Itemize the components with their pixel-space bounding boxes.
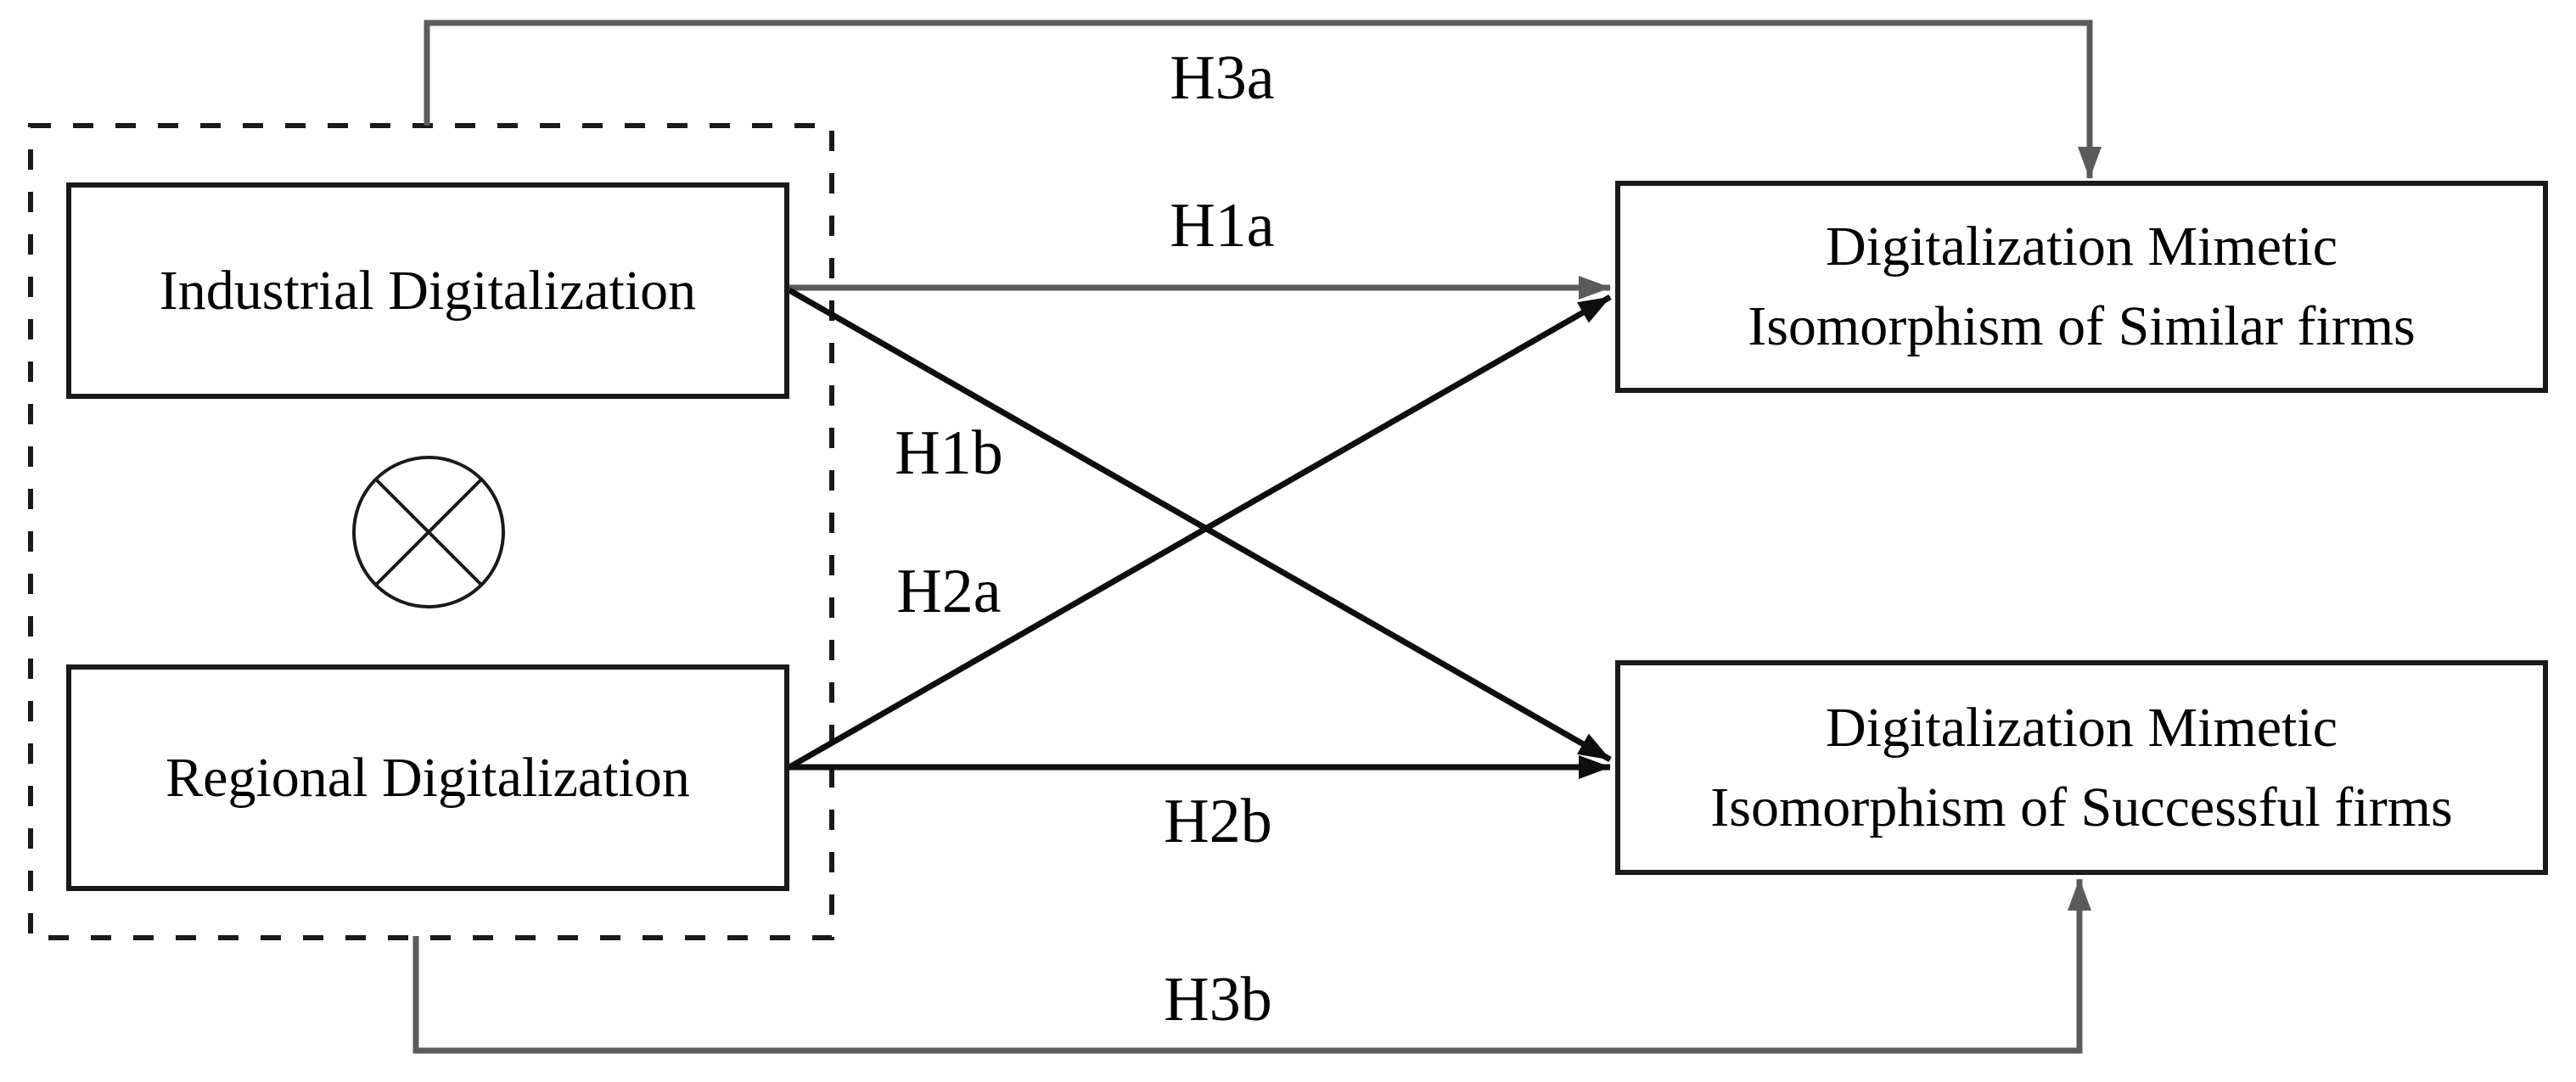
h3b-label: H3b [1164,965,1272,1034]
mimetic-isomorphism-successful-line1: Digitalization Mimetic [1825,696,2338,759]
h2a-arrow [788,294,1612,771]
h3a-moderation-arrow [424,20,2102,179]
mimetic-isomorphism-similar-box: Digitalization Mimetic Isomorphism of Si… [1615,181,2548,393]
mimetic-isomorphism-similar-line1: Digitalization Mimetic [1825,216,2338,278]
industrial-digitalization-label: Industrial Digitalization [159,259,697,322]
h1b-arrow [788,287,1612,763]
h1a-label: H1a [1170,191,1275,261]
h2a-label: H2a [896,557,1002,626]
h2b-label: H2b [1164,787,1272,856]
h3a-label: H3a [1170,43,1275,113]
circle-cross-interaction-icon [352,456,505,608]
moderation-group-outline [28,123,834,940]
regional-digitalization-box: Regional Digitalization [66,664,789,891]
h1b-label: H1b [895,418,1003,488]
h3b-moderation-arrow [412,878,2091,1054]
mimetic-isomorphism-successful-box: Digitalization Mimetic Isomorphism of Su… [1615,660,2548,875]
regional-digitalization-label: Regional Digitalization [166,746,690,809]
mimetic-isomorphism-successful-line2: Isomorphism of Successful firms [1710,776,2453,838]
industrial-digitalization-box: Industrial Digitalization [66,182,789,399]
mimetic-isomorphism-similar-line2: Isomorphism of Similar firms [1748,295,2416,357]
